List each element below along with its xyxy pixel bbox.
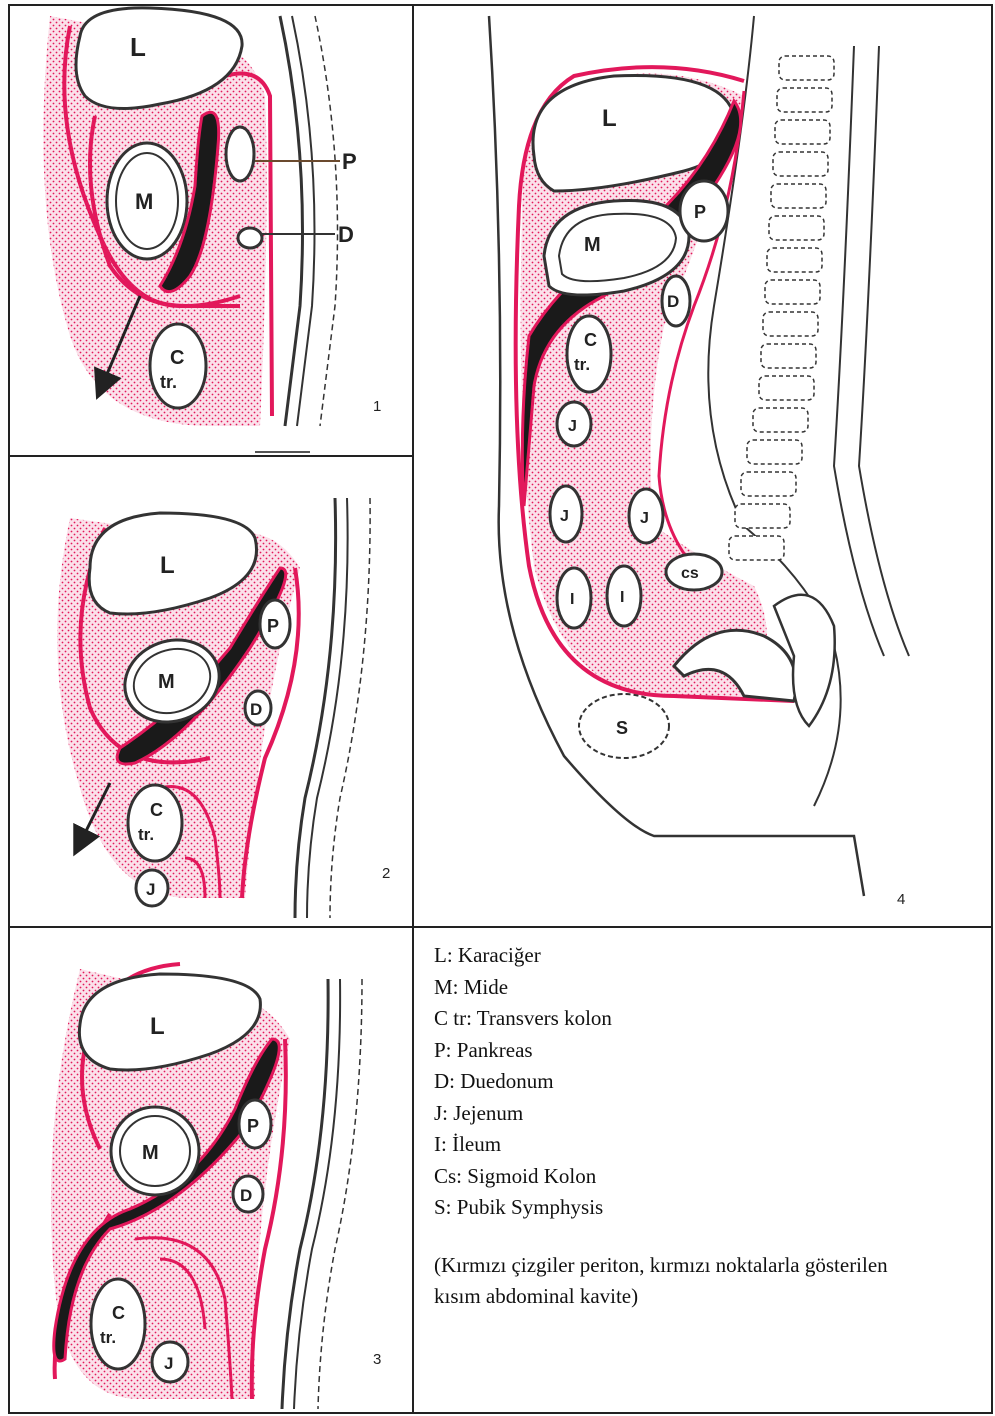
legend-item: I: İleum	[434, 1129, 974, 1161]
vertebra	[773, 152, 828, 176]
label-jejunum: J	[146, 880, 155, 899]
label-liver: L	[130, 32, 146, 62]
panel-number: 1	[373, 398, 381, 415]
posterior-wall	[294, 979, 340, 1409]
label-liver: L	[602, 105, 617, 132]
pancreas	[226, 127, 254, 181]
label-stomach: M	[158, 671, 175, 693]
label-sigmoid: cs	[681, 565, 699, 582]
label-pancreas: P	[267, 616, 279, 636]
label-stomach: M	[135, 189, 153, 214]
vertebra	[747, 440, 802, 464]
spinal-canal	[859, 46, 909, 656]
vertebra	[769, 216, 824, 240]
panel-number: 2	[382, 865, 390, 882]
panel-4: L M P D C tr. J J J I I cs S 4	[414, 6, 991, 925]
label-pancreas: P	[694, 202, 706, 222]
legend-item: M: Mide	[434, 972, 974, 1004]
spine	[729, 56, 834, 560]
spinal-canal	[834, 46, 884, 656]
panel-2-diagram: L M P D C tr. J 2	[10, 458, 412, 925]
label-duodenum: D	[667, 292, 679, 311]
label-pancreas: P	[247, 1116, 259, 1136]
label-colon-top: C	[112, 1303, 125, 1323]
label-jejunum: J	[640, 510, 649, 527]
label-ileum: I	[620, 589, 624, 606]
label-liver: L	[160, 552, 175, 579]
panel-number: 4	[897, 891, 905, 908]
panel-4-diagram: L M P D C tr. J J J I I cs S 4	[414, 6, 991, 925]
label-colon-bottom: tr.	[574, 355, 590, 374]
transverse-colon	[128, 785, 182, 861]
label-duodenum: D	[240, 1186, 252, 1205]
vertebra	[759, 376, 814, 400]
label-colon-bottom: tr.	[138, 825, 154, 844]
vertebra	[735, 504, 790, 528]
panel-3: L M P D C tr. J 3	[10, 929, 412, 1413]
transverse-colon	[91, 1279, 145, 1369]
label-ileum: I	[570, 591, 574, 608]
label-jejunum: J	[560, 508, 569, 525]
label-colon-top: C	[170, 347, 184, 369]
panel-2: L M P D C tr. J 2	[10, 458, 412, 925]
label-colon-bottom: tr.	[160, 372, 177, 392]
label-duodenum: D	[250, 700, 262, 719]
panel-3-diagram: L M P D C tr. J 3	[10, 929, 412, 1413]
label-liver: L	[150, 1013, 165, 1040]
vertebra	[779, 56, 834, 80]
label-duodenum: D	[338, 222, 354, 247]
posterior-wall-dashed	[315, 16, 338, 426]
vertebra	[771, 184, 826, 208]
vertebra	[765, 280, 820, 304]
label-colon-bottom: tr.	[100, 1328, 116, 1347]
vertebra	[775, 120, 830, 144]
horizontal-divider-2	[8, 926, 993, 928]
legend-note: (Kırmızı çizgiler periton, kırmızı nokta…	[434, 1250, 924, 1312]
panel-1: L M P D C tr. 1	[10, 6, 412, 455]
posterior-wall	[295, 498, 336, 918]
vertebra	[729, 536, 784, 560]
label-jejunum: J	[568, 418, 577, 435]
legend-item: S: Pubik Symphysis	[434, 1192, 974, 1224]
posterior-wall	[307, 498, 348, 918]
vertebra	[753, 408, 808, 432]
vertebra	[761, 344, 816, 368]
vertebra	[741, 472, 796, 496]
label-colon-top: C	[150, 800, 163, 820]
label-stomach: M	[142, 1142, 159, 1164]
transverse-colon	[567, 316, 611, 392]
label-stomach: M	[584, 234, 601, 256]
posterior-wall	[280, 16, 303, 426]
legend-item: P: Pankreas	[434, 1035, 974, 1067]
label-symphysis: S	[616, 718, 628, 738]
duodenum	[238, 228, 262, 248]
legend-item: D: Duedonum	[434, 1066, 974, 1098]
vertebra	[777, 88, 832, 112]
legend-item: J: Jejenum	[434, 1098, 974, 1130]
legend-item: L: Karaciğer	[434, 940, 974, 972]
vertebra	[767, 248, 822, 272]
panel-1-diagram: L M P D C tr. 1	[10, 6, 412, 455]
legend-item: C tr: Transvers kolon	[434, 1003, 974, 1035]
label-jejunum: J	[164, 1354, 173, 1373]
horizontal-divider-1	[8, 455, 412, 457]
panel-number: 3	[373, 1351, 381, 1368]
vertebra	[763, 312, 818, 336]
legend-item: Cs: Sigmoid Kolon	[434, 1161, 974, 1193]
legend: L: Karaciğer M: Mide C tr: Transvers kol…	[434, 940, 974, 1312]
label-pancreas: P	[342, 149, 357, 174]
label-colon-top: C	[584, 330, 597, 350]
